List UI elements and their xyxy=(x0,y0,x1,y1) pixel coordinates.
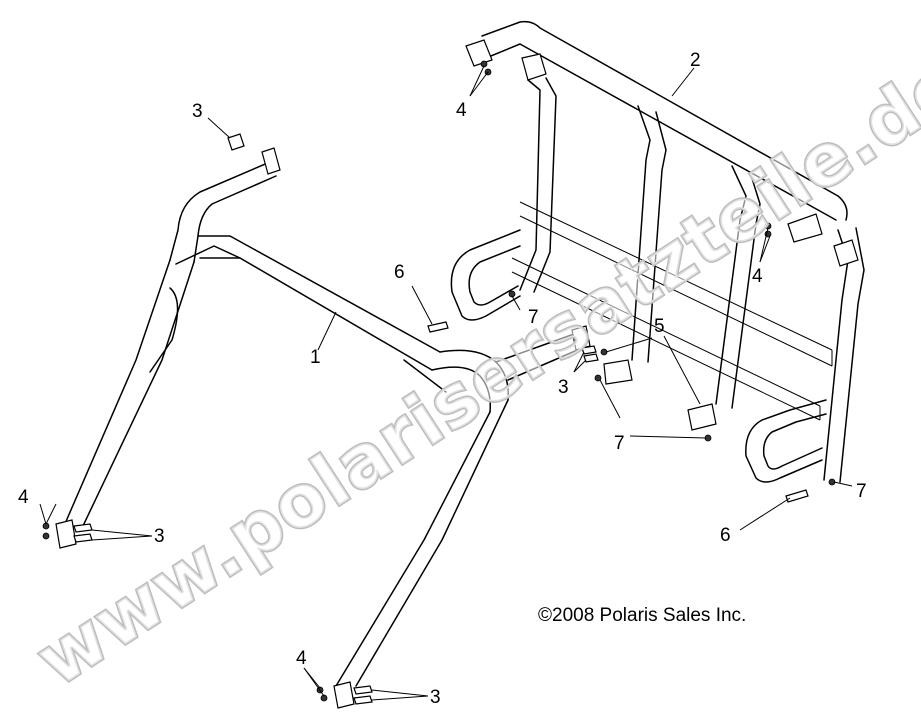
leader-lines xyxy=(39,65,853,701)
front-roll-cage xyxy=(55,147,591,709)
callout-3-top: 3 xyxy=(192,101,203,122)
callout-4-left: 4 xyxy=(18,487,29,508)
callout-7-left: 7 xyxy=(528,307,539,328)
callout-7-middle: 7 xyxy=(614,433,625,454)
callout-labels: 1 2 3 3 3 3 4 4 4 4 5 6 6 7 7 7 xyxy=(18,50,867,708)
callout-3-left: 3 xyxy=(154,526,165,547)
callout-1: 1 xyxy=(310,347,321,368)
callout-4-right: 4 xyxy=(752,266,763,287)
copyright-text: ©2008 Polaris Sales Inc. xyxy=(538,605,746,626)
callout-3-bottom: 3 xyxy=(430,687,441,708)
callout-5: 5 xyxy=(654,316,665,337)
callout-7-right: 7 xyxy=(856,481,867,502)
rear-cage-frame xyxy=(450,20,865,483)
callout-2: 2 xyxy=(690,50,701,71)
callout-4-bottom: 4 xyxy=(296,648,307,669)
callout-6-right: 6 xyxy=(720,525,731,546)
callout-4-top: 4 xyxy=(456,100,467,121)
callout-3-middle: 3 xyxy=(558,377,569,398)
callout-6-middle: 6 xyxy=(394,262,405,283)
